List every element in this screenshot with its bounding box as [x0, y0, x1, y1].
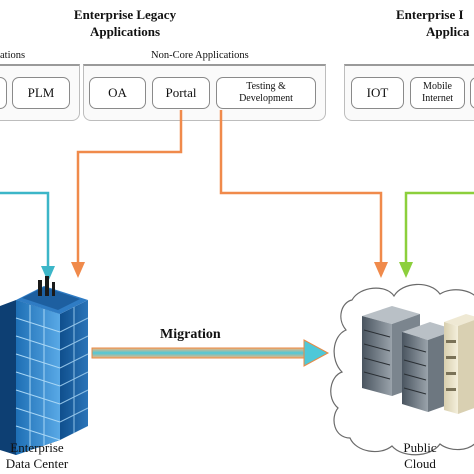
app-box-oa: OA [89, 77, 146, 109]
migration-label: Migration [160, 327, 221, 342]
blue-arrow [0, 191, 55, 282]
legacy-title-line2: Applications [89, 24, 161, 39]
mobile-line2: Internet [421, 93, 454, 104]
app-box-testing-development: Testing & Development [216, 77, 316, 109]
testing-line1: Testing & [246, 81, 286, 92]
orange-arrow-left [71, 110, 183, 278]
cloud-caption-line2: Cloud [404, 456, 436, 471]
cloud-caption-line1: Public [403, 440, 437, 455]
migration-arrow [91, 339, 330, 367]
core-group-label: ations [0, 50, 26, 61]
data-center-building [0, 276, 89, 455]
data-center-caption-line2: Data Center [5, 456, 69, 471]
app-box-portal: Portal [152, 77, 210, 109]
app-box-plm: PLM [12, 77, 70, 109]
new-apps-title-line1: Enterprise I [396, 7, 464, 22]
green-arrow [399, 191, 474, 278]
new-apps-title-line2: Applica [426, 24, 470, 39]
data-center-caption: Enterprise Data Center [0, 440, 82, 472]
legacy-title-line1: Enterprise Legacy [73, 7, 177, 22]
orange-arrow-right [219, 110, 388, 278]
app-box-iot: IOT [351, 77, 404, 109]
new-apps-title: Enterprise I Applica [396, 6, 474, 40]
mobile-line1: Mobile [423, 81, 452, 92]
cloud-caption: Public Cloud [390, 440, 450, 472]
app-box-mobile-internet: Mobile Internet [410, 77, 465, 109]
legacy-title: Enterprise Legacy Applications [40, 6, 210, 40]
cloud-servers [362, 306, 474, 414]
noncore-group-label: Non-Core Applications [151, 50, 249, 61]
testing-line2: Development [239, 93, 293, 104]
data-center-caption-line1: Enterprise [10, 440, 64, 455]
